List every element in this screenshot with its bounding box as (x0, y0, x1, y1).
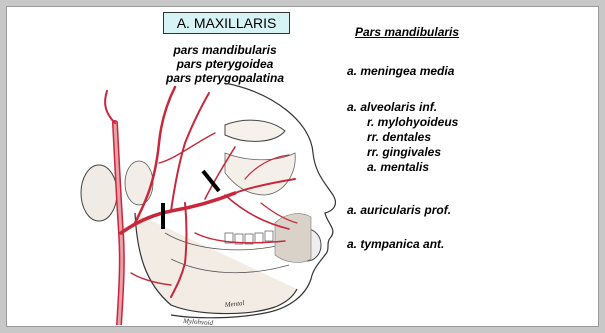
figure-label: Mylohyoid (182, 317, 214, 325)
branch-subitem: r. mylohyoideus (367, 115, 458, 129)
mandible-shape (135, 213, 297, 314)
slide: A. MAXILLARIS pars mandibularis pars pte… (6, 6, 599, 327)
branch-subitem: rr. dentales (367, 130, 431, 144)
branch-item: a. alveolaris inf. (347, 100, 437, 114)
branch-item: a. meningea media (347, 64, 454, 78)
branch-item: a. tympanica ant. (347, 237, 444, 251)
anatomical-illustration: Mental Mylohyoid (75, 83, 359, 325)
section-heading: Pars mandibularis (355, 25, 459, 39)
parts-list: pars mandibularis pars pterygoidea pars … (140, 43, 310, 85)
branch-subitem: rr. gingivales (367, 145, 441, 159)
slide-title: A. MAXILLARIS (177, 15, 277, 31)
part-item: pars pterygoidea (140, 57, 310, 71)
part-item: pars mandibularis (140, 43, 310, 57)
orbit-shape (225, 120, 285, 141)
branch-item: a. auricularis prof. (347, 203, 451, 217)
title-box: A. MAXILLARIS (163, 12, 290, 34)
branch-subitem: a. mentalis (367, 160, 429, 174)
ear-shape (81, 165, 117, 221)
